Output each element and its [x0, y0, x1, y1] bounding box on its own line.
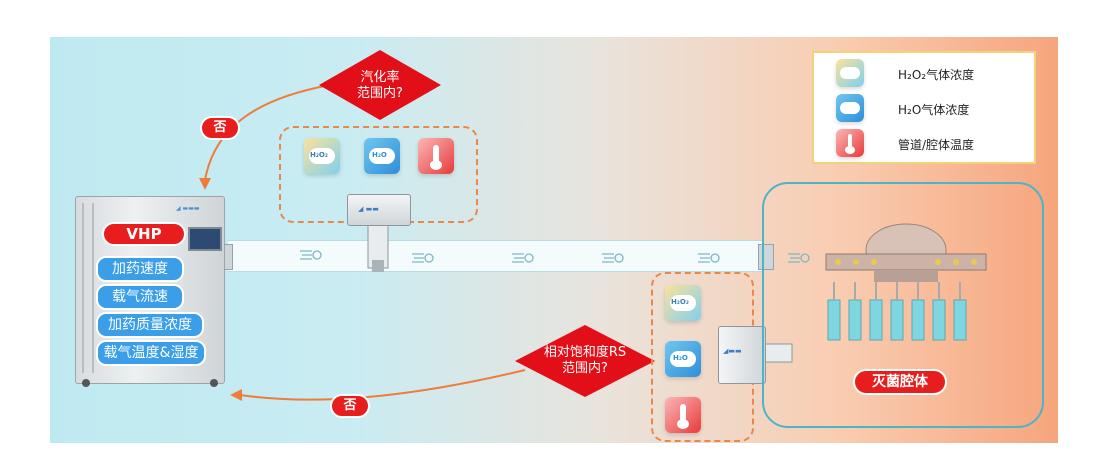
airflow-icon-6	[788, 253, 810, 263]
airflow-icons	[300, 250, 810, 263]
legend-sym-h2o: H₂O	[898, 103, 922, 117]
h2o2-cloud-icon: H₂O₂	[665, 285, 701, 321]
h2o-cloud-icon: H₂O	[665, 341, 701, 377]
decision-bottom-line1: 相对饱和度RS	[543, 345, 627, 360]
sensor-device-bottom: ◢▬▬	[718, 326, 766, 384]
pipe	[228, 240, 764, 272]
airflow-icon-3	[512, 253, 534, 263]
sterilization-chamber	[762, 182, 1044, 428]
thermometer-icon	[836, 129, 864, 157]
legend: H₂O₂气体浓度 H₂O气体浓度 管道/腔体温度	[812, 51, 1036, 164]
sensor-device-top: ◢ ▬▬	[347, 194, 411, 226]
legend-text-h2o2: 气体浓度	[926, 68, 975, 82]
no-label-bottom: 否	[330, 394, 370, 418]
chamber-equipment	[818, 220, 988, 350]
machine-wheel-right	[210, 379, 218, 387]
param-carrier-gas-temp-humidity: 载气温度&湿度	[96, 340, 206, 366]
airflow-icon-4	[602, 253, 624, 263]
sensor-logo: ◢▬▬	[723, 347, 742, 355]
airflow-icon-2	[412, 253, 434, 263]
machine-vent-lines	[82, 203, 94, 373]
vhp-label: VHP	[102, 222, 186, 246]
feedback-arrow-bottom	[239, 369, 526, 401]
h2o-cloud-icon: H₂O	[364, 138, 400, 174]
feedback-arrow-top	[204, 84, 331, 181]
chamber-label: 灭菌腔体	[853, 369, 947, 395]
decision-top-line2: 范围内?	[357, 86, 403, 101]
airflow-icon-5	[698, 253, 720, 263]
machine-screen	[188, 227, 222, 251]
machine-logo: ◢ ▬▬▬	[176, 205, 200, 212]
no-label-top: 否	[200, 116, 240, 140]
decision-bottom-line2: 范围内?	[562, 361, 608, 376]
h2o-cloud-icon	[836, 94, 864, 122]
h2o2-cloud-icon	[836, 59, 864, 87]
decision-vaporization-rate: 汽化率 范围内?	[319, 50, 441, 120]
legend-text-temperature: 管道/腔体温度	[898, 138, 975, 152]
param-dosing-rate: 加药速度	[96, 256, 184, 282]
h2o2-cloud-icon: H₂O₂	[304, 138, 340, 174]
legend-sym-h2o2: H₂O₂	[898, 68, 927, 82]
param-carrier-gas-flow: 载气流速	[96, 284, 184, 310]
thermometer-icon	[665, 397, 701, 433]
legend-text-h2o: 气体浓度	[921, 103, 970, 117]
thermometer-icon	[418, 138, 454, 174]
airflow-icon-1	[300, 250, 322, 260]
machine-wheel-left	[82, 379, 90, 387]
decision-top-line1: 汽化率	[360, 70, 400, 85]
param-dosing-mass-concentration: 加药质量浓度	[96, 312, 204, 338]
sensor-logo: ◢ ▬▬	[358, 205, 379, 213]
decision-relative-saturation: 相对饱和度RS 范围内?	[515, 325, 655, 397]
